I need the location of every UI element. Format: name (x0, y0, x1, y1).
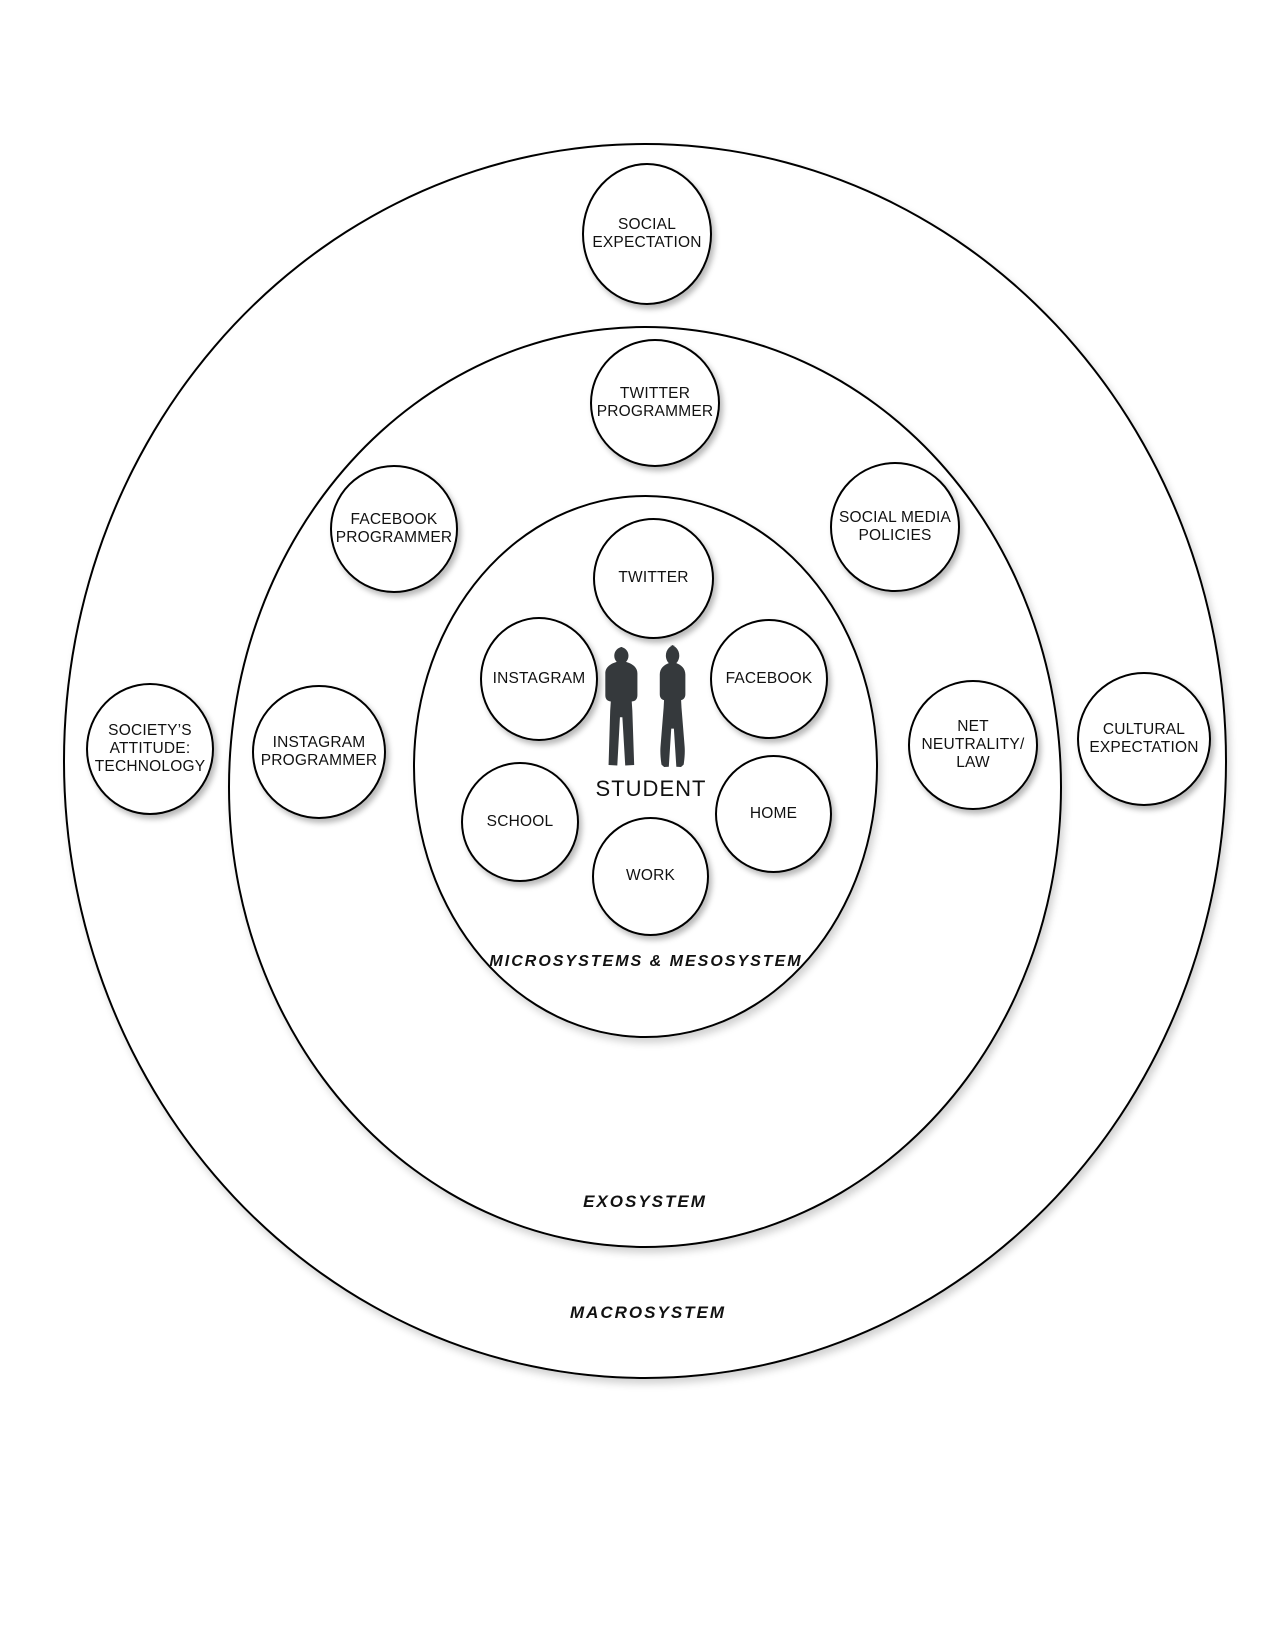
node-label: INSTAGRAM (492, 669, 586, 687)
exosystem-ring (228, 326, 1062, 1248)
node-label: INSTAGRAM PROGRAMMER (260, 733, 378, 769)
node-label: SOCIETY’S ATTITUDE: TECHNOLOGY (94, 721, 206, 776)
node-instagram: INSTAGRAM (480, 617, 598, 741)
microsystem-ring (413, 495, 878, 1038)
node-label: SOCIAL EXPECTATION (592, 215, 702, 251)
node-home: HOME (715, 755, 832, 873)
node-social-media-policies: SOCIAL MEDIA POLICIES (830, 462, 960, 592)
node-label: FACEBOOK PROGRAMMER (335, 510, 453, 546)
node-work: WORK (592, 817, 709, 936)
two-students-silhouette-icon (605, 645, 686, 768)
student-label: STUDENT (595, 776, 707, 801)
node-social-expectation: SOCIAL EXPECTATION (582, 163, 712, 305)
microsystem-ring-label: MICROSYSTEMS & MESOSYSTEM (489, 953, 803, 970)
node-label: NET NEUTRALITY/ LAW (921, 717, 1025, 772)
node-school: SCHOOL (461, 762, 579, 882)
node-label: FACEBOOK (725, 669, 813, 687)
node-twitter-programmer: TWITTER PROGRAMMER (590, 339, 720, 467)
node-label: SCHOOL (486, 812, 554, 830)
node-societys-attitude-technology: SOCIETY’S ATTITUDE: TECHNOLOGY (86, 683, 214, 815)
macrosystem-ring (63, 143, 1227, 1379)
node-label: TWITTER PROGRAMMER (596, 384, 714, 420)
node-label: SOCIAL MEDIA POLICIES (838, 508, 952, 544)
exosystem-ring-label: EXOSYSTEM (583, 1192, 707, 1211)
node-facebook: FACEBOOK (710, 619, 828, 739)
node-cultural-expectation: CULTURAL EXPECTATION (1077, 672, 1211, 806)
node-label: WORK (625, 867, 676, 885)
macrosystem-ring-label: MACROSYSTEM (569, 1303, 727, 1322)
node-instagram-programmer: INSTAGRAM PROGRAMMER (252, 685, 386, 819)
node-label: CULTURAL EXPECTATION (1089, 720, 1199, 756)
node-label: TWITTER (618, 569, 689, 587)
node-label: HOME (749, 804, 798, 822)
node-net-neutrality-law: NET NEUTRALITY/ LAW (908, 680, 1038, 810)
node-twitter: TWITTER (593, 518, 714, 639)
node-facebook-programmer: FACEBOOK PROGRAMMER (330, 465, 458, 593)
